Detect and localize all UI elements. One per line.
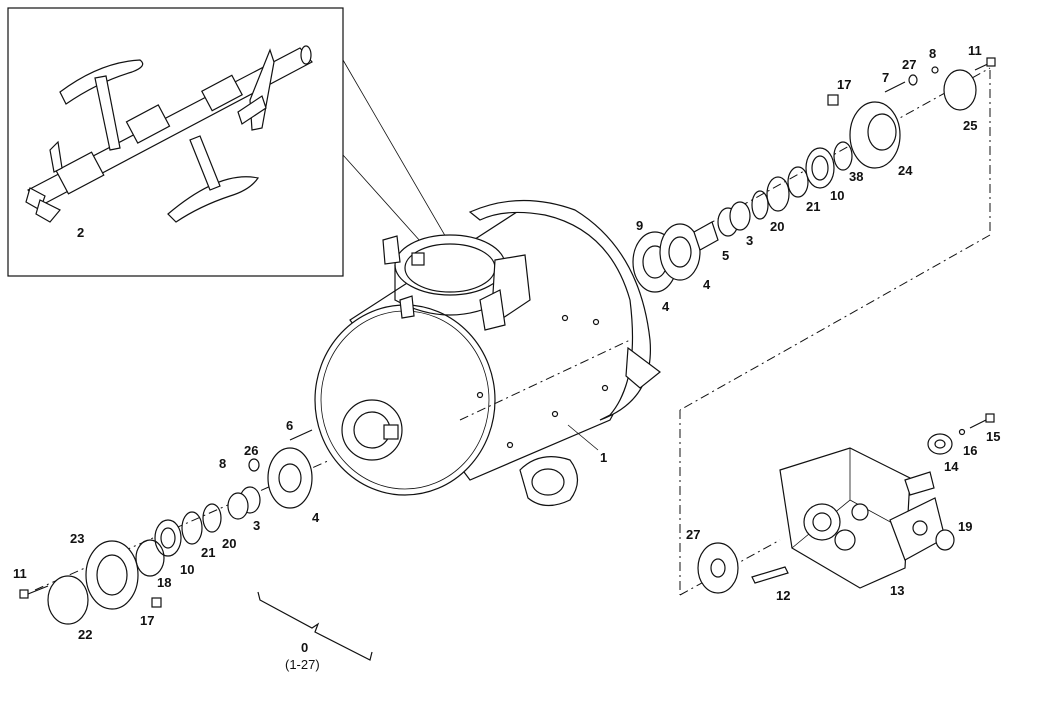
label-0-range: (1-27): [285, 657, 320, 672]
label-17-b: 17: [140, 613, 154, 628]
label-14: 14: [944, 459, 959, 474]
label-15: 15: [986, 429, 1000, 444]
label-24: 24: [898, 163, 913, 178]
label-8-a: 8: [929, 46, 936, 61]
label-10-a: 10: [830, 188, 844, 203]
label-20-a: 20: [770, 219, 784, 234]
label-10-b: 10: [180, 562, 194, 577]
label-5: 5: [722, 248, 729, 263]
label-4-c: 4: [312, 510, 320, 525]
label-18: 18: [157, 575, 171, 590]
label-17-a: 17: [837, 77, 851, 92]
label-11-a: 11: [968, 43, 982, 58]
label-21-b: 21: [201, 545, 215, 560]
label-13: 13: [890, 583, 904, 598]
gearbox-group: 13 12 27 19 14 16 15: [679, 413, 1000, 603]
label-27-a: 27: [902, 57, 916, 72]
label-4-a: 4: [662, 299, 670, 314]
label-2: 2: [77, 225, 84, 240]
label-9: 9: [636, 218, 643, 233]
label-21-a: 21: [806, 199, 820, 214]
label-0: 0: [301, 640, 308, 655]
label-23: 23: [70, 531, 84, 546]
label-11-b: 11: [13, 566, 27, 581]
assembly-bracket: 0 (1-27): [257, 591, 373, 672]
label-3-a: 3: [746, 233, 753, 248]
label-38: 38: [849, 169, 863, 184]
label-6: 6: [286, 418, 293, 433]
label-26: 26: [244, 443, 258, 458]
label-4-b: 4: [703, 277, 711, 292]
label-12: 12: [776, 588, 790, 603]
label-1: 1: [600, 450, 607, 465]
label-19: 19: [958, 519, 972, 534]
label-8-b: 8: [219, 456, 226, 471]
label-25: 25: [963, 118, 977, 133]
bearing-stack-upper-right: 9 4 4 5 3 20 21 10 38 24 17 7 27 8 11 25: [632, 43, 996, 595]
housing-drum: 1: [314, 199, 661, 507]
detail-inset-shaft: 2: [7, 7, 466, 281]
label-22: 22: [78, 627, 92, 642]
label-20-b: 20: [222, 536, 236, 551]
label-16: 16: [963, 443, 977, 458]
label-27-b: 27: [686, 527, 700, 542]
label-7: 7: [882, 70, 889, 85]
bearing-stack-lower-left: 6 26 8 3 4 20 21 10 18 23 11 22 17: [13, 418, 331, 642]
label-3-b: 3: [253, 518, 260, 533]
